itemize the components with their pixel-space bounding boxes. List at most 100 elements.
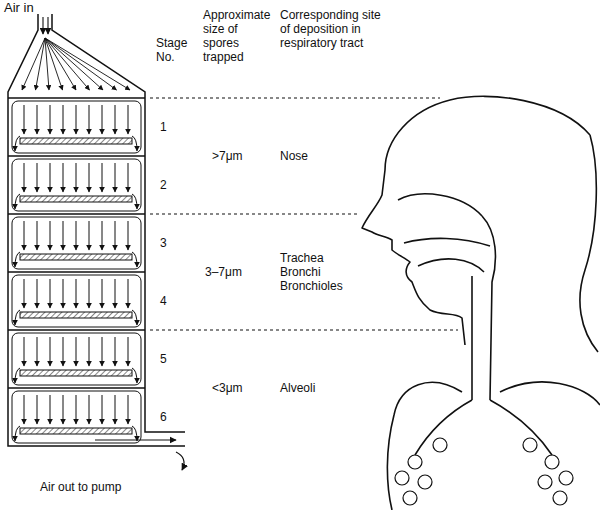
side-flow-arrow xyxy=(15,136,20,151)
housing-left-wall xyxy=(8,14,185,446)
side-flow-arrow xyxy=(15,368,20,383)
impactor-stages xyxy=(8,17,573,505)
flow-arrow xyxy=(89,163,90,192)
flow-arrow xyxy=(63,395,64,424)
side-flow-arrow xyxy=(15,310,20,325)
size-range: <3μm xyxy=(212,381,243,395)
flow-arrow xyxy=(128,221,129,250)
flow-arrow xyxy=(45,38,90,90)
head-outline xyxy=(362,96,600,510)
flow-arrow xyxy=(37,279,38,308)
stage-number: 3 xyxy=(160,236,167,250)
stage-number: 4 xyxy=(160,294,167,308)
right-lung xyxy=(500,382,600,405)
flow-arrow xyxy=(128,279,129,308)
inlet-label: Air in xyxy=(4,1,34,15)
stage-chamber xyxy=(12,101,141,153)
flow-arrow xyxy=(45,38,76,90)
flow-arrow xyxy=(102,163,103,192)
stage-chamber xyxy=(12,391,141,443)
flow-arrow xyxy=(63,105,64,134)
side-flow-arrow xyxy=(132,368,137,383)
flow-arrow xyxy=(89,395,90,424)
divider-lines xyxy=(150,98,458,330)
flow-arrow xyxy=(24,105,25,134)
flow-arrow xyxy=(22,38,45,90)
flow-arrow xyxy=(128,395,129,424)
side-flow-arrow xyxy=(132,252,137,267)
flow-arrow xyxy=(115,279,116,308)
flow-arrow xyxy=(45,38,103,90)
alveolus xyxy=(553,491,567,505)
stage-number: 5 xyxy=(160,352,167,366)
stage-chamber xyxy=(12,217,141,269)
flow-arrow xyxy=(50,279,51,308)
size-range: >7μm xyxy=(212,149,243,163)
side-flow-arrow xyxy=(132,194,137,209)
collection-plate xyxy=(20,312,132,318)
flow-arrow xyxy=(63,163,64,192)
flow-arrow xyxy=(102,395,103,424)
flow-arrow xyxy=(63,221,64,250)
housing-right-wall xyxy=(52,14,185,432)
flow-arrow xyxy=(45,38,130,90)
deposition-site: Nose xyxy=(280,149,308,163)
flow-arrow xyxy=(128,337,129,366)
alveolus xyxy=(433,438,447,452)
flow-arrow xyxy=(37,337,38,366)
side-flow-arrow xyxy=(15,194,20,209)
flow-arrow xyxy=(89,337,90,366)
flow-arrow xyxy=(63,337,64,366)
alveolus xyxy=(403,491,417,505)
face-profile xyxy=(362,96,590,345)
jet-plate xyxy=(8,97,145,99)
flow-arrow xyxy=(102,221,103,250)
flow-arrow xyxy=(76,279,77,308)
flow-arrow xyxy=(76,163,77,192)
deposition-site: Bronchi xyxy=(280,265,321,279)
flow-arrow xyxy=(76,337,77,366)
dashed-divider xyxy=(150,213,358,214)
flow-arrow xyxy=(76,395,77,424)
flow-arrow xyxy=(37,221,38,250)
column-heading: Approximate size of spores trapped xyxy=(203,8,277,64)
deposition-site: Bronchioles xyxy=(280,279,343,293)
alveolus xyxy=(408,455,422,469)
flow-arrow xyxy=(42,17,43,34)
column-heading: Corresponding site of deposition in resp… xyxy=(280,8,388,50)
flow-arrow xyxy=(102,105,103,134)
dashed-divider xyxy=(150,97,440,98)
collection-plate xyxy=(20,196,132,202)
flow-arrow xyxy=(24,279,25,308)
dashed-divider xyxy=(150,329,458,330)
jet-plate xyxy=(8,387,145,389)
flow-arrow xyxy=(24,395,25,424)
pump-arrow xyxy=(176,452,184,470)
flow-arrow xyxy=(37,395,38,424)
flow-arrow xyxy=(63,279,64,308)
alveolus xyxy=(559,471,573,485)
flow-arrow xyxy=(128,163,129,192)
jet-plate xyxy=(8,155,145,157)
tongue xyxy=(418,259,484,272)
column-heading: Stage No. xyxy=(156,36,198,64)
flow-arrow xyxy=(50,163,51,192)
impactor-housing xyxy=(8,14,185,446)
flow-arrow xyxy=(50,337,51,366)
flow-arrow xyxy=(89,105,90,134)
flow-arrow xyxy=(24,337,25,366)
flow-arrow xyxy=(115,395,116,424)
flow-arrow xyxy=(115,163,116,192)
flow-arrow xyxy=(50,221,51,250)
flow-arrow xyxy=(36,38,46,90)
outlet-arrow xyxy=(95,439,176,440)
deposition-site: Trachea xyxy=(280,251,324,265)
trachea-front xyxy=(471,276,473,400)
left-lung xyxy=(387,382,462,510)
flow-arrow xyxy=(50,105,51,134)
size-range: 3–7μm xyxy=(205,265,242,279)
alveolus xyxy=(545,455,559,469)
flow-arrow xyxy=(89,221,90,250)
pharynx-back xyxy=(482,216,495,400)
